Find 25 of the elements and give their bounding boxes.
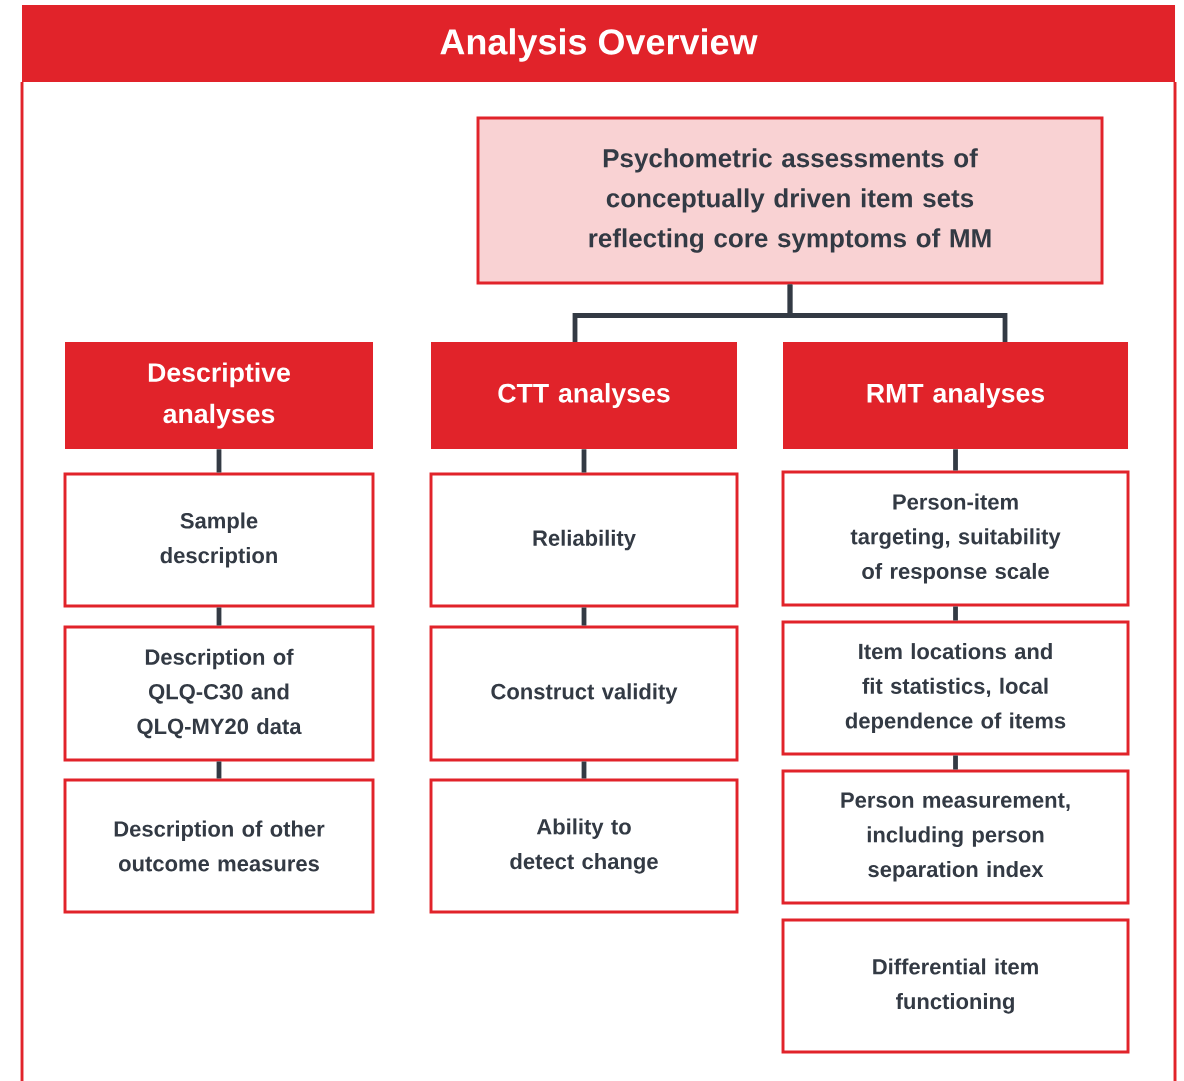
analysis-box: Reliability [429, 472, 739, 608]
connector-line [787, 284, 1008, 342]
analysis-box: Item locations and fit statistics, local dependence of items [781, 620, 1130, 756]
analysis-box: Description of other outcome measures [63, 778, 375, 914]
analysis-box: Person measurement, including person separation index [781, 769, 1130, 905]
analysis-box: Description of QLQ-C30 and QLQ-MY20 data [63, 625, 375, 762]
category-header: RMT analyses [783, 342, 1128, 449]
analysis-box: Sample description [63, 472, 375, 608]
connector-line [581, 607, 587, 626]
analysis-box: Construct validity [429, 625, 739, 762]
analysis-box: Ability to detect change [429, 778, 739, 914]
summary-box: Psychometric assessments of conceptually driven item sets reflecting core symptoms of MM [476, 116, 1104, 285]
connector-line [216, 607, 222, 626]
title-banner: Analysis Overview [22, 5, 1175, 82]
analysis-box: Person-item targeting, suitability of response scale [781, 470, 1130, 607]
category-header: CTT analyses [431, 342, 737, 449]
connector-line [216, 449, 222, 473]
connector-line [581, 761, 587, 779]
category-header: Descriptive analyses [65, 342, 373, 449]
connector-line [953, 606, 958, 621]
connector-line [216, 761, 222, 779]
connector-line [953, 449, 958, 471]
connector-line [581, 449, 587, 473]
analysis-box: Differential item functioning [781, 918, 1130, 1054]
connector-line [953, 755, 958, 770]
